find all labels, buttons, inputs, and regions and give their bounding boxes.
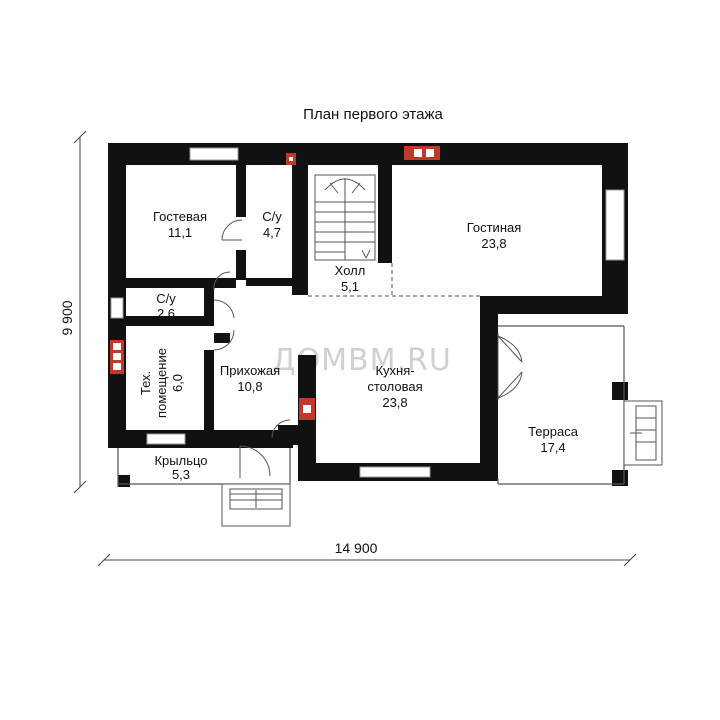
height-dimension: [73, 130, 87, 494]
hall-boundary: [308, 263, 480, 297]
room-area: 5,3: [172, 467, 190, 482]
room-name-2: столовая: [367, 379, 422, 394]
room-area: 4,7: [263, 225, 281, 240]
room-living: Гостиная 23,8: [467, 220, 522, 251]
doors: [213, 219, 291, 439]
room-tech: Тех. помещение 6,0: [138, 348, 185, 418]
room-area: 11,1: [168, 225, 192, 240]
terrace-steps: [623, 400, 663, 466]
entry-door: [239, 445, 271, 478]
room-bath1: С/у 4,7: [262, 209, 282, 240]
room-hall: Холл 5,1: [335, 263, 366, 294]
room-name: Гостевая: [153, 209, 207, 224]
room-name: Холл: [335, 263, 366, 278]
room-name: С/у: [156, 291, 176, 306]
stove-icon: [404, 146, 440, 160]
room-name-2: помещение: [154, 348, 169, 418]
height-dimension-label: 9 900: [59, 300, 75, 335]
width-dimension: [97, 553, 637, 567]
room-area: 23,8: [382, 395, 407, 410]
room-area: 5,1: [341, 279, 359, 294]
room-name: Кухня-: [375, 363, 414, 378]
room-name: С/у: [262, 209, 282, 224]
room-area: 10,8: [237, 379, 262, 394]
windows: [110, 147, 625, 478]
room-porch: Крыльцо 5,3: [154, 453, 207, 482]
porch-steps: [221, 483, 291, 527]
room-entry: Прихожая 10,8: [220, 363, 280, 394]
room-guest: Гостевая 11,1: [153, 209, 207, 240]
room-area: 17,4: [540, 440, 565, 455]
room-kitchen: Кухня- столовая 23,8: [367, 363, 422, 410]
staircase: [314, 174, 376, 261]
boiler-icon: [110, 340, 124, 374]
room-bath2: С/у 2,6: [156, 291, 176, 321]
room-area: 23,8: [481, 236, 506, 251]
room-area: 6,0: [170, 374, 185, 392]
room-name: Крыльцо: [154, 453, 207, 468]
plan-title: План первого этажа: [303, 106, 443, 123]
chimney-small-icon: [286, 153, 296, 165]
room-name: Гостиная: [467, 220, 522, 235]
room-name: Прихожая: [220, 363, 280, 378]
width-dimension-label: 14 900: [335, 540, 378, 556]
room-name: Терраса: [528, 424, 579, 439]
room-terrace: Терраса 17,4: [528, 424, 579, 455]
room-area: 2,6: [157, 306, 175, 321]
kitchen-stove-icon: [299, 398, 315, 420]
terrace-door: [497, 333, 523, 400]
room-name: Тех.: [138, 371, 153, 395]
